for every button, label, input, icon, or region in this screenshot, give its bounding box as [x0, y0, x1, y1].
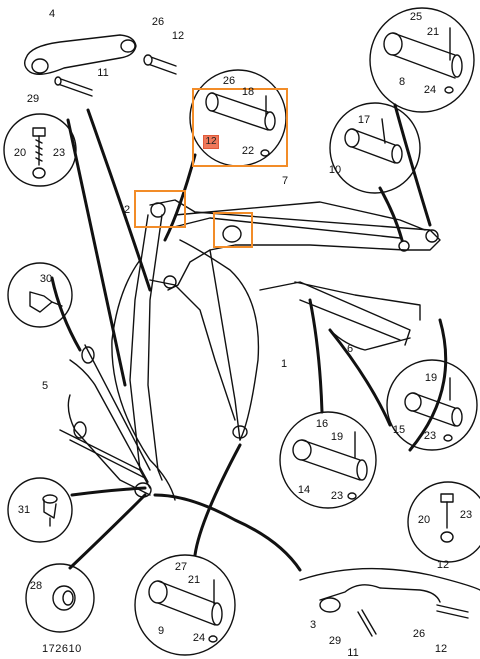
callout-1: 1 [280, 358, 288, 370]
callout-22-mid: 22 [241, 145, 255, 157]
detail-circle-bottom-center [134, 554, 236, 656]
detail-circle-right-middle [386, 359, 478, 451]
detail-circle-top-right [369, 7, 475, 113]
callout-8: 8 [398, 76, 406, 88]
highlighted-callout-label: 12 [205, 136, 217, 147]
detail-circle-left-lower [7, 477, 73, 543]
callout-29-top: 29 [26, 93, 40, 105]
link-arm-top [23, 34, 177, 97]
callout-31: 31 [17, 504, 31, 516]
callout-12-top: 12 [171, 30, 185, 42]
callout-26-bot: 26 [412, 628, 426, 640]
callout-24-bot: 24 [192, 632, 206, 644]
callout-14: 14 [297, 484, 311, 496]
callout-19-right: 19 [424, 372, 438, 384]
callout-5: 5 [41, 380, 49, 392]
callout-17: 17 [357, 114, 371, 126]
highlight-box-label-2 [134, 190, 186, 228]
callout-6: 6 [346, 343, 354, 355]
callout-23-left: 23 [52, 147, 66, 159]
callout-20-right: 20 [417, 514, 431, 526]
callout-30: 30 [39, 273, 53, 285]
callout-12-bot: 12 [434, 643, 448, 655]
callout-2: 2 [123, 204, 131, 216]
callout-10: 10 [328, 164, 342, 176]
callout-9: 9 [157, 625, 165, 637]
detail-circle-center-lower [279, 411, 377, 509]
callout-29-bot: 29 [328, 635, 342, 647]
callout-15: 15 [392, 424, 406, 436]
callout-19-mid: 19 [330, 431, 344, 443]
detail-circle-top-left [3, 113, 77, 187]
callout-27: 27 [174, 561, 188, 573]
detail-circle-top-center [189, 69, 287, 167]
callout-26-top: 26 [151, 16, 165, 28]
detail-circle-bottom-large [299, 567, 480, 637]
detail-circle-left-bottom [25, 563, 95, 633]
detail-circle-bottom-right [407, 481, 480, 563]
callout-28: 28 [29, 580, 43, 592]
callout-24-top: 24 [423, 84, 437, 96]
callout-16: 16 [315, 418, 329, 430]
detail-circle-right-upper [329, 102, 421, 194]
callout-3: 3 [309, 619, 317, 631]
callout-23-right: 23 [423, 430, 437, 442]
callout-4-top: 4 [48, 8, 56, 20]
leader-lines [50, 103, 448, 572]
loader-main-frame [59, 199, 441, 501]
callout-25: 25 [409, 11, 423, 23]
callout-11-top: 11 [97, 67, 109, 79]
callout-12-br: 12 [436, 559, 450, 571]
callout-11-bot: 11 [347, 647, 359, 659]
callout-20-left: 20 [13, 147, 27, 159]
callout-23-br: 23 [459, 509, 473, 521]
callout-21-bot: 21 [187, 574, 201, 586]
callout-23-mid: 23 [330, 490, 344, 502]
callout-26-mid: 26 [222, 75, 236, 87]
highlight-marker-12 [203, 135, 219, 149]
highlight-box-pivot [213, 212, 253, 248]
callout-21-top: 21 [426, 26, 440, 38]
highlight-box-pin-detail [192, 88, 288, 167]
figure-id: 172610 [42, 643, 82, 655]
callout-18-mid: 18 [241, 86, 255, 98]
callout-7: 7 [281, 175, 289, 187]
